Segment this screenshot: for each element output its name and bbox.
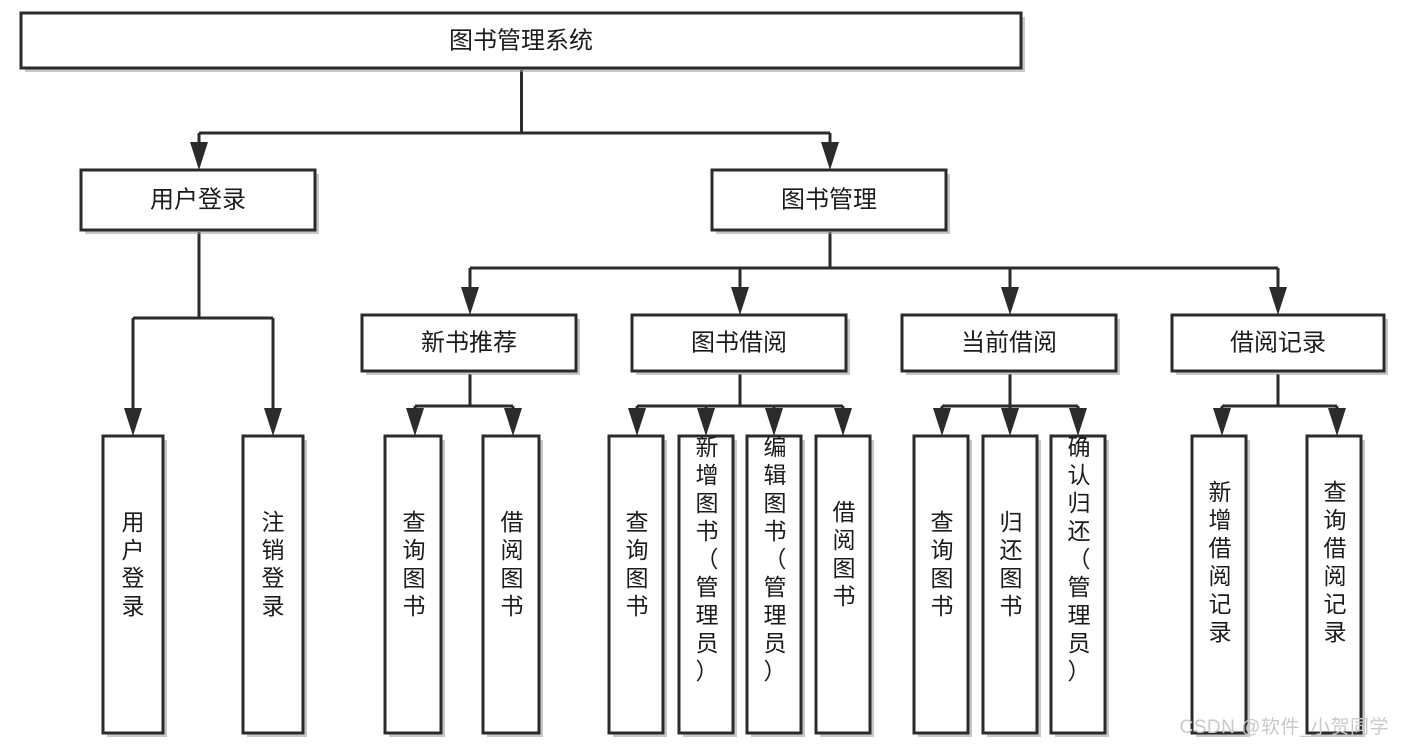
node-leaf-query-book-3-box[interactable]	[912, 434, 970, 735]
node-borrow-record-box[interactable]	[1170, 313, 1386, 373]
node-leaf-borrow-book-1[interactable]: 借阅图书	[481, 434, 543, 737]
node-leaf-query-record-box[interactable]	[1305, 434, 1363, 735]
arrow-head-book-borrow	[731, 287, 749, 315]
node-user-login[interactable]: 用户登录	[79, 168, 319, 234]
arrow-head-leaf-query-record	[1328, 408, 1346, 436]
node-book-management-box[interactable]	[710, 168, 948, 232]
csdn-watermark: CSDN @软件_小贺同学	[1179, 717, 1389, 738]
node-leaf-add-book-label: 新增图书（管理员）	[696, 434, 719, 684]
node-leaf-query-book-1-box[interactable]	[383, 434, 443, 735]
node-leaf-query-book-3[interactable]: 查询图书	[912, 434, 972, 737]
node-leaf-borrow-book-1-box[interactable]	[481, 434, 541, 735]
node-leaf-return-book-box[interactable]	[981, 434, 1039, 735]
node-leaf-confirm-return-label: 确认归还（管理员）	[1068, 434, 1091, 684]
node-book-management-label: 图书管理	[781, 186, 877, 213]
arrow-head-leaf-query-book-3	[933, 408, 951, 436]
node-leaf-borrow-book-1-label: 借阅图书	[501, 509, 524, 619]
arrow-head-leaf-add-record	[1213, 408, 1231, 436]
node-book-borrow-box[interactable]	[630, 313, 848, 373]
node-leaf-query-book-2-label: 查询图书	[626, 509, 649, 619]
node-leaf-query-book-2-box[interactable]	[607, 434, 665, 735]
node-leaf-edit-book-box[interactable]	[745, 434, 803, 735]
node-borrow-record[interactable]: 借阅记录	[1170, 313, 1388, 375]
node-leaf-return-book[interactable]: 归还图书	[981, 434, 1041, 737]
node-leaf-borrow-book-2-label: 借阅图书	[833, 499, 856, 609]
node-leaf-edit-book-label: 编辑图书（管理员）	[764, 434, 787, 684]
node-root-label: 图书管理系统	[449, 27, 593, 54]
node-new-book-recommend-box[interactable]	[360, 313, 578, 373]
node-book-borrow[interactable]: 图书借阅	[630, 313, 850, 375]
node-leaf-logout-login-label: 注销登录	[262, 509, 285, 619]
arrow-head-borrow-record	[1269, 287, 1287, 315]
node-root[interactable]: 图书管理系统	[19, 11, 1025, 72]
arrow-head-leaf-logout-login	[264, 408, 282, 436]
node-new-book-recommend[interactable]: 新书推荐	[360, 313, 580, 375]
node-leaf-logout-login[interactable]: 注销登录	[241, 434, 307, 737]
node-leaf-query-record[interactable]: 查询借阅记录	[1305, 434, 1365, 737]
node-current-borrow-box[interactable]	[900, 313, 1118, 373]
node-book-borrow-label: 图书借阅	[691, 329, 787, 356]
node-leaf-query-record-label: 查询借阅记录	[1324, 479, 1347, 645]
arrow-head-leaf-borrow-book-2	[834, 408, 852, 436]
node-leaf-query-book-1-label: 查询图书	[403, 509, 426, 619]
arrow-head-book-management	[821, 142, 839, 170]
node-root-box[interactable]	[19, 11, 1023, 70]
node-leaf-edit-book[interactable]: 编辑图书（管理员）	[745, 434, 805, 737]
node-leaf-query-book-3-label: 查询图书	[931, 509, 954, 619]
node-leaf-borrow-book-2-box[interactable]	[814, 434, 872, 735]
arrow-head-leaf-borrow-book-1	[504, 408, 522, 436]
node-leaf-confirm-return-box[interactable]	[1049, 434, 1107, 735]
node-leaf-return-book-label: 归还图书	[1000, 509, 1023, 619]
node-leaf-add-book-box[interactable]	[677, 434, 735, 735]
node-leaf-user-login-label: 用户登录	[122, 509, 145, 619]
arrow-head-new-book-recommend	[461, 287, 479, 315]
arrow-head-leaf-confirm-return	[1069, 408, 1087, 436]
node-borrow-record-label: 借阅记录	[1230, 329, 1326, 356]
node-leaf-confirm-return[interactable]: 确认归还（管理员）	[1049, 434, 1109, 737]
node-leaf-add-book[interactable]: 新增图书（管理员）	[677, 434, 737, 737]
node-leaf-query-book-2[interactable]: 查询图书	[607, 434, 667, 737]
node-new-book-recommend-label: 新书推荐	[421, 329, 517, 356]
arrow-head-leaf-user-login	[124, 408, 142, 436]
arrow-head-leaf-return-book	[1001, 408, 1019, 436]
arrow-head-leaf-edit-book	[765, 408, 783, 436]
node-leaf-add-record-label: 新增借阅记录	[1209, 479, 1232, 645]
arrow-head-user-login	[190, 142, 208, 170]
node-user-login-box[interactable]	[79, 168, 317, 232]
node-leaf-user-login[interactable]: 用户登录	[101, 434, 167, 737]
node-leaf-borrow-book-2[interactable]: 借阅图书	[814, 434, 874, 737]
arrow-head-leaf-query-book-2	[628, 408, 646, 436]
node-leaf-add-record-box[interactable]	[1190, 434, 1248, 735]
node-leaf-logout-login-box[interactable]	[241, 434, 305, 735]
node-leaf-user-login-box[interactable]	[101, 434, 165, 735]
arrow-head-leaf-add-book	[697, 408, 715, 436]
leaf-nodes-layer: 用户登录 注销登录 查询图书 借阅图书 查询图书	[101, 434, 1365, 737]
arrow-head-leaf-query-book-1	[406, 408, 424, 436]
node-current-borrow[interactable]: 当前借阅	[900, 313, 1120, 375]
node-leaf-add-record[interactable]: 新增借阅记录	[1190, 434, 1250, 737]
connector-layer	[124, 70, 1346, 436]
arrow-head-current-borrow	[1001, 287, 1019, 315]
node-user-login-label: 用户登录	[150, 186, 246, 213]
node-current-borrow-label: 当前借阅	[961, 329, 1057, 356]
node-leaf-query-book-1[interactable]: 查询图书	[383, 434, 445, 737]
node-book-management[interactable]: 图书管理	[710, 168, 950, 234]
